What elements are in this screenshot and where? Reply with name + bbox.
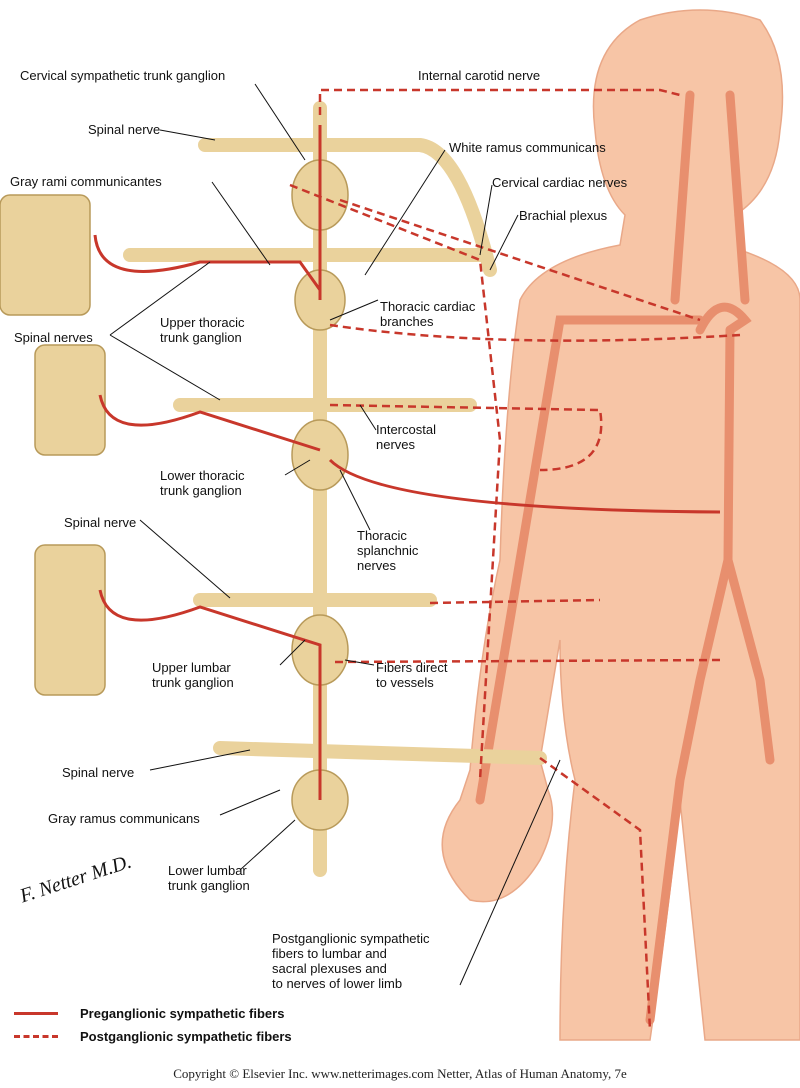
legend-postganglionic: Postganglionic sympathetic fibers	[14, 1029, 292, 1044]
legend-preganglionic: Preganglionic sympathetic fibers	[14, 1006, 284, 1021]
label-spinal-nerve: Spinal nerve	[88, 122, 161, 137]
label-line: to vessels	[376, 675, 434, 690]
postganglionic-fibers	[289, 88, 741, 1031]
label-internal-carotid-nerve: Internal carotid nerve	[418, 68, 541, 83]
label-spinal-nerve-2: Spinal nerve	[64, 515, 137, 530]
label-gray-ramus: Gray ramus communicans	[48, 811, 200, 826]
label-cervical-ganglion: Cervical sympathetic trunk ganglion	[20, 68, 226, 83]
label-white-ramus: White ramus communicans	[449, 140, 606, 155]
label-line: trunk ganglion	[152, 675, 234, 690]
label-line: to nerves of lower limb	[272, 976, 403, 991]
label-line: Upper thoracic	[160, 315, 245, 330]
preganglionic-fibers	[93, 125, 721, 800]
label-line: Intercostal	[376, 422, 436, 437]
legend-label: Postganglionic sympathetic fibers	[80, 1029, 292, 1044]
leader-lines	[109, 83, 561, 986]
label-line: branches	[380, 314, 434, 329]
label-line: Thoracic	[357, 528, 407, 543]
label-spinal-nerve-3: Spinal nerve	[62, 765, 135, 780]
label-line: trunk ganglion	[168, 878, 250, 893]
label-gray-rami: Gray rami communicantes	[10, 174, 162, 189]
label-line: Lower lumbar	[168, 863, 247, 878]
label-spinal-nerves: Spinal nerves	[14, 330, 93, 345]
label-line: sacral plexuses and	[272, 961, 387, 976]
label-line: Upper lumbar	[152, 660, 231, 675]
label-line: Fibers direct	[376, 660, 448, 675]
label-line: Thoracic cardiac	[380, 299, 476, 314]
label-brachial-plexus: Brachial plexus	[519, 208, 608, 223]
dashed-line-swatch	[14, 1035, 58, 1038]
spinal-cord-segments	[0, 194, 106, 696]
label-line: splanchnic	[357, 543, 419, 558]
label-line: nerves	[376, 437, 416, 452]
label-cervical-cardiac-nerves: Cervical cardiac nerves	[492, 175, 628, 190]
illustration	[0, 9, 800, 1041]
label-line: Postganglionic sympathetic	[272, 931, 430, 946]
label-line: trunk ganglion	[160, 483, 242, 498]
label-line: fibers to lumbar and	[272, 946, 387, 961]
solid-line-swatch	[14, 1012, 58, 1015]
legend-label: Preganglionic sympathetic fibers	[80, 1006, 285, 1021]
aorta-arteries	[475, 90, 775, 1025]
label-line: trunk ganglion	[160, 330, 242, 345]
label-line: nerves	[357, 558, 397, 573]
label-line: Lower thoracic	[160, 468, 245, 483]
copyright: Copyright © Elsevier Inc. www.netterimag…	[173, 1066, 627, 1081]
